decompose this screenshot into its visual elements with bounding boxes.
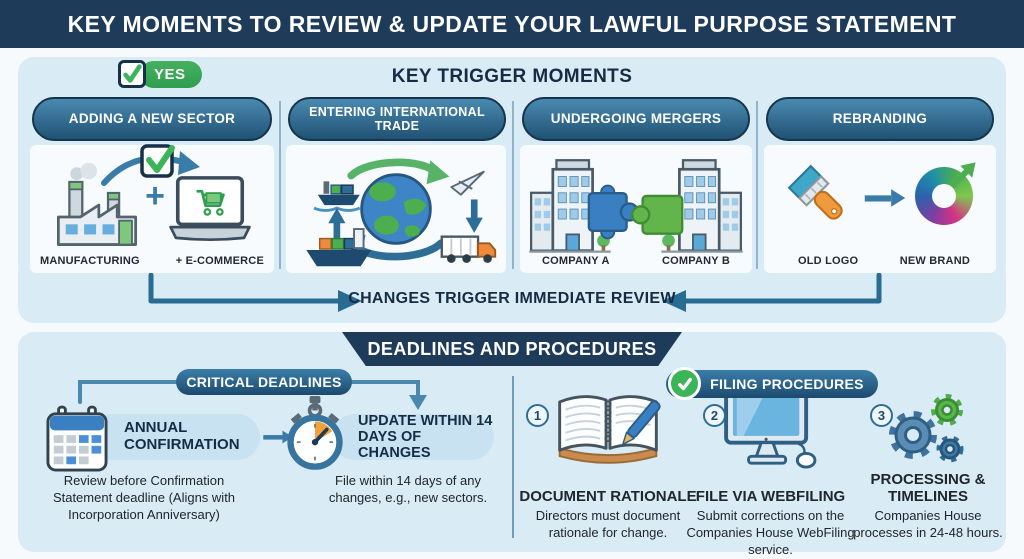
stopwatch-icon bbox=[287, 395, 343, 470]
label-old-logo: OLD LOGO bbox=[798, 255, 859, 267]
step-desc-document-rationale: Directors must document rationale for ch… bbox=[535, 508, 681, 540]
procedures-panel: DEADLINES AND PROCEDURES CRITICAL DEADLI… bbox=[18, 332, 1006, 557]
trigger-panel: YES KEY TRIGGER MOMENTS ADDING A NEW SEC… bbox=[18, 57, 1006, 323]
new-brand-logo-icon bbox=[915, 162, 976, 225]
page-title: KEY MOMENTS TO REVIEW & UPDATE YOUR LAWF… bbox=[67, 10, 957, 37]
filing-procedures-title: FILING PROCEDURES bbox=[666, 370, 878, 398]
label-manufacturing: MANUFACTURING bbox=[40, 255, 140, 267]
step-number-2: 2 bbox=[703, 404, 726, 427]
laptop-ecommerce-icon bbox=[169, 176, 251, 241]
header-bar: KEY MOMENTS TO REVIEW & UPDATE YOUR LAWF… bbox=[0, 0, 1024, 48]
column-title-rebranding: REBRANDING bbox=[766, 97, 994, 141]
filing-step-document-rationale: DOCUMENT RATIONALE Directors must docume… bbox=[518, 382, 698, 542]
global-trade-icon bbox=[306, 158, 497, 267]
column-title-new-sector: ADDING A NEW SECTOR bbox=[32, 97, 272, 141]
step-number-3: 3 bbox=[870, 404, 893, 427]
calendar-icon bbox=[46, 405, 108, 472]
filing-step-processing: PROCESSING & TIMELINES Companies House p… bbox=[853, 382, 1003, 542]
card-international-trade bbox=[286, 145, 506, 273]
card-mergers: COMPANY A COMPANY B bbox=[520, 145, 752, 273]
procedures-heading: DEADLINES AND PROCEDURES bbox=[342, 332, 682, 366]
column-title-mergers: UNDERGOING MERGERS bbox=[522, 97, 750, 141]
review-bracket-arrows bbox=[148, 273, 882, 312]
critical-deadlines-title: CRITICAL DEADLINES bbox=[176, 369, 352, 395]
deadlines-connectors bbox=[78, 380, 427, 410]
desktop-computer-icon bbox=[723, 388, 816, 469]
step-title-webfiling: FILE VIA WEBFILING bbox=[695, 488, 846, 506]
plus-icon: + bbox=[145, 177, 165, 215]
column-divider bbox=[279, 101, 281, 269]
factory-icon bbox=[57, 163, 138, 246]
update-14-days-label: UPDATE WITHIN 14 DAYS OF CHANGES bbox=[332, 413, 494, 461]
yes-badge: YES bbox=[118, 60, 202, 88]
trigger-heading: KEY TRIGGER MOMENTS bbox=[391, 66, 633, 87]
growth-arrow-icon bbox=[947, 162, 976, 191]
column-divider bbox=[756, 101, 758, 269]
trigger-banner-text: CHANGES TRIGGER IMMEDIATE REVIEW bbox=[348, 290, 676, 307]
annual-confirmation-description: Review before Confirmation Statement dea… bbox=[52, 473, 236, 523]
card-new-sector: + MANUFACTURING + E-COMMERCE bbox=[30, 144, 274, 273]
step-number-1: 1 bbox=[526, 404, 549, 427]
puzzle-pieces-icon bbox=[587, 184, 684, 240]
filing-step-webfiling: FILE VIA WEBFILING Submit corrections on… bbox=[683, 382, 858, 557]
label-company-a: COMPANY A bbox=[542, 255, 610, 267]
paintbrush-icon bbox=[787, 164, 843, 220]
right-arrow-icon bbox=[864, 189, 906, 207]
label-new-brand: NEW BRAND bbox=[899, 255, 970, 267]
update-description: File within 14 days of any changes, e.g.… bbox=[328, 473, 488, 506]
column-divider bbox=[512, 101, 514, 269]
label-company-b: COMPANY B bbox=[661, 255, 730, 267]
annual-confirmation-label: ANNUAL CONFIRMATION bbox=[90, 414, 260, 460]
gears-icon bbox=[889, 394, 964, 463]
step-desc-processing: Companies House processes in 24-48 hours… bbox=[853, 508, 1003, 540]
deadline-arrow-icon bbox=[263, 430, 293, 444]
filing-check-icon bbox=[668, 367, 701, 400]
yes-badge-label: YES bbox=[140, 60, 202, 88]
company-a-building-icon bbox=[529, 159, 611, 253]
step-desc-webfiling: Submit corrections on the Companies Hous… bbox=[686, 508, 855, 557]
step-title-processing: PROCESSING & TIMELINES bbox=[870, 471, 986, 506]
green-check-icon bbox=[123, 64, 142, 83]
section-divider bbox=[512, 376, 514, 538]
card-rebranding: OLD LOGO NEW BRAND bbox=[764, 145, 996, 273]
column-title-international-trade: ENTERING INTERNATIONAL TRADE bbox=[288, 97, 506, 141]
company-b-building-icon bbox=[661, 159, 743, 253]
check-arrow-icon bbox=[101, 144, 200, 186]
label-ecommerce: + E-COMMERCE bbox=[175, 255, 264, 267]
notebook-pen-icon bbox=[558, 395, 661, 464]
step-title-document-rationale: DOCUMENT RATIONALE bbox=[519, 488, 697, 506]
checkbox-icon bbox=[118, 60, 146, 88]
